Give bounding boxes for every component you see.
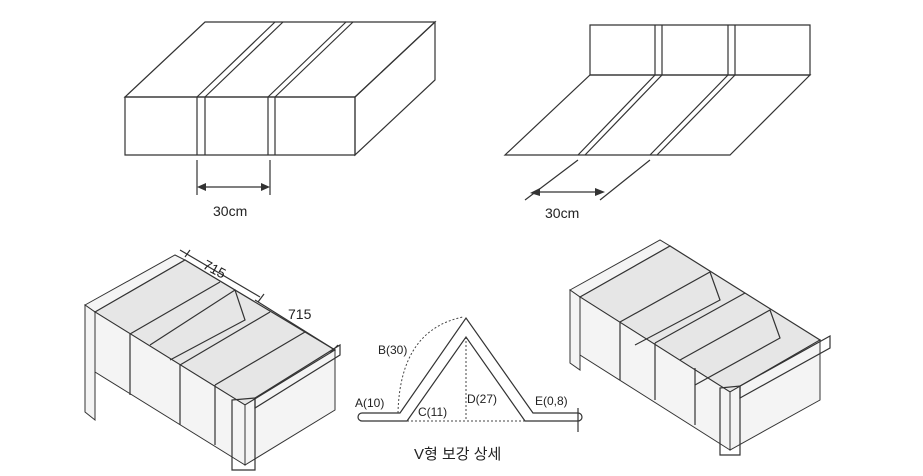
dimension-label-top-right: 30cm — [545, 205, 580, 221]
duct-top-left — [123, 20, 437, 195]
label-c: C(11) — [418, 405, 448, 419]
label-a: A(10) — [355, 396, 385, 410]
duct-top-right — [503, 24, 812, 201]
v-reinforcement-detail — [357, 316, 583, 432]
label-d: D(27) — [467, 392, 498, 406]
dimension-label-width: 715 — [288, 306, 312, 322]
duct-bottom-left — [84, 249, 341, 471]
label-e: E(0,8) — [535, 394, 568, 408]
label-b: B(30) — [378, 343, 408, 357]
dimension-label-top-left: 30cm — [213, 203, 248, 219]
v-detail-title: V형 보강 상세 — [414, 446, 502, 463]
duct-bottom-right — [569, 239, 831, 456]
